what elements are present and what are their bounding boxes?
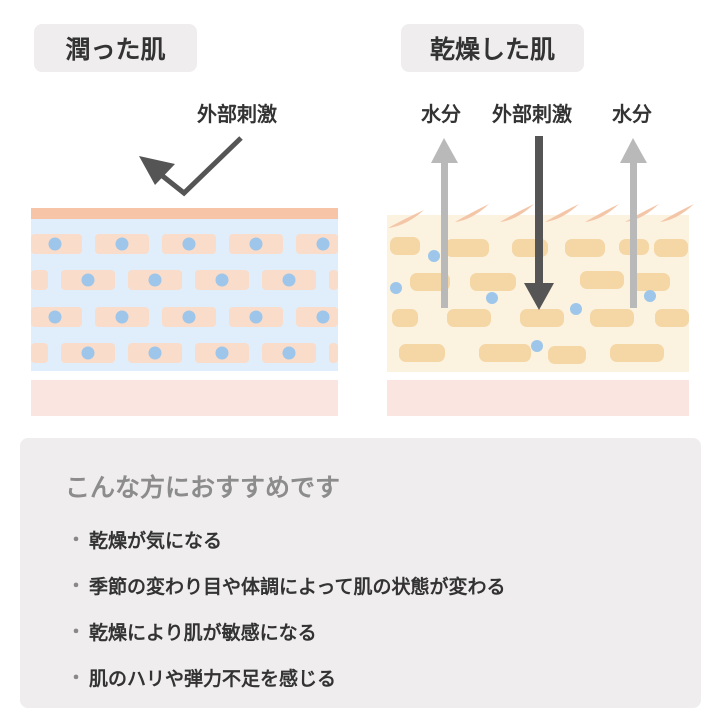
water-dots [390, 250, 656, 352]
water-dot [428, 250, 440, 262]
moist-skin-illustration [31, 136, 338, 416]
water-out-arrow-left-head [431, 138, 458, 163]
dry-base-layer [387, 380, 689, 416]
list-item: ・乾燥により肌が敏感になる [67, 608, 505, 654]
bullet: ・ [67, 668, 85, 689]
cell-nucleus [182, 310, 196, 324]
cell-nucleus [81, 273, 95, 287]
list-item: ・季節の変わり目や体調によって肌の状態が変わる [67, 562, 505, 608]
skin-flake [388, 210, 424, 228]
dry-skin-title: 乾燥した肌 [401, 24, 584, 72]
moist-cells [31, 234, 338, 363]
dry-skin-cell [447, 309, 491, 327]
dry-skin-cell [520, 309, 564, 327]
dry-skin-cell [630, 273, 670, 291]
dry-skin-cell [655, 309, 689, 327]
water-out-arrow-right-head [620, 138, 647, 163]
dry-skin-cell [610, 344, 664, 362]
peeling-flakes [388, 204, 694, 228]
cell-nucleus [182, 237, 196, 251]
recommendation-list: ・乾燥が気になる ・季節の変わり目や体調によって肌の状態が変わる ・乾燥により肌… [67, 516, 505, 700]
skin-flake [455, 204, 489, 222]
water-out-arrow-right [630, 160, 637, 308]
stimulus-in-arrow [535, 136, 543, 286]
bullet: ・ [67, 622, 85, 643]
base-layer [31, 380, 338, 416]
stimulus-label-left: 外部刺激 [197, 102, 277, 126]
dry-skin-cell [580, 271, 624, 289]
bullet: ・ [67, 530, 85, 551]
dry-skin-illustration [387, 136, 694, 416]
deflected-arrow-head [139, 156, 175, 185]
cell-nucleus [48, 237, 62, 251]
list-item: ・肌のハリや弾力不足を感じる [67, 654, 505, 700]
dry-skin-cell [590, 309, 634, 327]
dry-skin-cell [390, 237, 420, 255]
cell-nucleus [115, 310, 129, 324]
skin-flake [660, 204, 694, 222]
cell-nucleus [148, 346, 162, 360]
cell-nucleus [215, 273, 229, 287]
cell-nucleus [249, 237, 263, 251]
recommendation-title: こんな方におすすめです [65, 473, 341, 502]
cell-nucleus [316, 237, 330, 251]
moist-skin-title: 潤った肌 [34, 24, 197, 72]
cell-nucleus [316, 310, 330, 324]
skin-cell [329, 270, 338, 290]
dry-skin-cell [392, 309, 418, 327]
cell-nucleus [48, 310, 62, 324]
dry-skin-cell [470, 273, 516, 291]
dry-cells [390, 237, 689, 364]
water-dot [486, 292, 498, 304]
recommendation-panel: こんな方におすすめです ・乾燥が気になる ・季節の変わり目や体調によって肌の状態… [20, 438, 701, 708]
water-dot [570, 303, 582, 315]
cell-nucleus [81, 346, 95, 360]
skin-surface-layer [31, 208, 338, 219]
water-label-right: 水分 [612, 102, 652, 126]
cell-nucleus [115, 237, 129, 251]
dry-skin-cell [410, 273, 450, 291]
dry-skin-cell [565, 239, 605, 257]
skin-diagram [31, 136, 694, 416]
dry-skin-cell [445, 239, 489, 257]
dry-skin-cell [548, 346, 586, 364]
skin-cell [31, 270, 48, 290]
dry-skin-cell [479, 344, 531, 362]
cell-nucleus [148, 273, 162, 287]
skin-flake [545, 204, 579, 222]
water-dot [531, 340, 543, 352]
water-dot [644, 290, 656, 302]
water-out-arrow-left [441, 160, 448, 308]
dry-skin-cell [654, 239, 688, 257]
skin-cell [31, 343, 48, 363]
stimulus-label-right: 外部刺激 [492, 102, 572, 126]
skin-flake [500, 204, 534, 222]
skin-cell [329, 343, 338, 363]
deflected-stimulus-arrow [153, 136, 243, 197]
list-item: ・乾燥が気になる [67, 516, 505, 562]
cell-nucleus [215, 346, 229, 360]
skin-flake [585, 204, 619, 222]
dry-skin-cell [399, 344, 445, 362]
cell-nucleus [282, 273, 296, 287]
stimulus-in-arrow-head [524, 283, 554, 310]
bullet: ・ [67, 576, 85, 597]
water-dot [390, 282, 402, 294]
cell-nucleus [282, 346, 296, 360]
water-label-left: 水分 [421, 102, 461, 126]
cell-nucleus [249, 310, 263, 324]
